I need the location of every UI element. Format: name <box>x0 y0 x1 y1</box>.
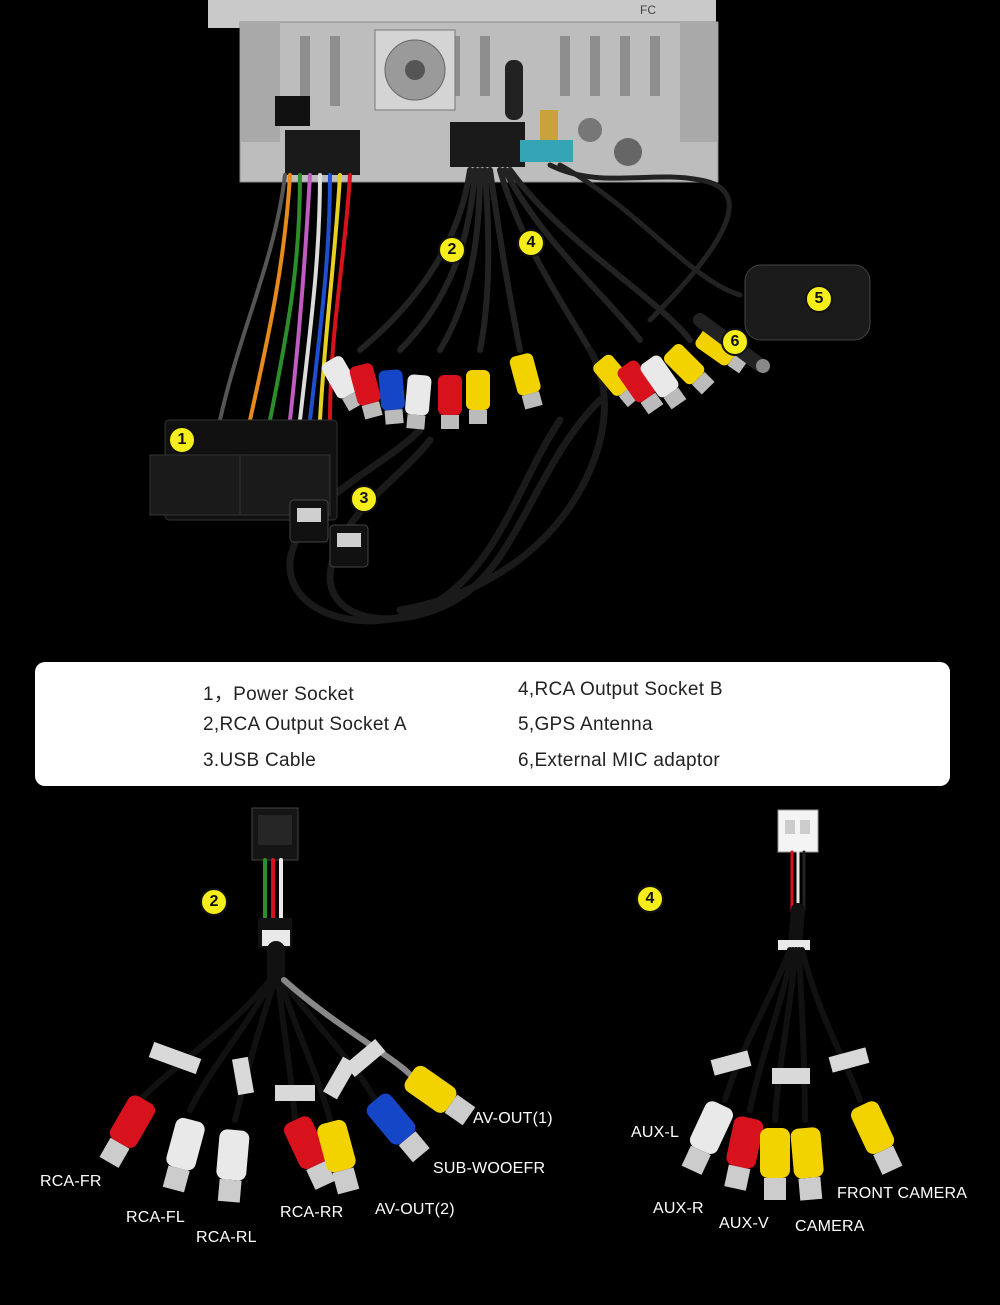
head-unit-illustration: FC <box>149 0 871 625</box>
label-rca-fl: RCA-FL <box>126 1209 185 1226</box>
label-rca-rr: RCA-RR <box>280 1204 344 1221</box>
legend-item-usb-cable: 3.USB Cable <box>203 750 317 771</box>
label-rca-rl: RCA-RL <box>196 1229 257 1246</box>
rca-socket-b-illustration <box>681 809 903 1201</box>
badge-4: 4 <box>517 229 545 257</box>
rca-connectors-top <box>321 327 750 430</box>
legend-box: 1，Power Socket 2,RCA Output Socket A 3.U… <box>35 662 950 786</box>
legend-item-gps-antenna: 5,GPS Antenna <box>518 714 653 735</box>
rca-socket-a-illustration <box>99 807 476 1203</box>
label-av-out-2: AV-OUT(2) <box>375 1201 455 1218</box>
label-aux-v: AUX-V <box>719 1215 769 1232</box>
antenna-stub <box>505 60 523 120</box>
badge-2: 2 <box>438 236 466 264</box>
badge-1: 1 <box>168 426 196 454</box>
badge-3: 3 <box>350 485 378 513</box>
label-av-out-1: AV-OUT(1) <box>473 1110 553 1127</box>
badge-6: 6 <box>721 328 749 356</box>
legend-item-rca-socket-b: 4,RCA Output Socket B <box>518 679 723 700</box>
label-aux-r: AUX-R <box>653 1200 704 1217</box>
detail-badge-socket-b: 4 <box>636 885 664 913</box>
label-rca-fr: RCA-FR <box>40 1173 102 1190</box>
head-unit-chassis <box>208 0 719 183</box>
legend-item-power-socket: 1，Power Socket <box>203 684 354 705</box>
label-camera: CAMERA <box>795 1218 865 1235</box>
wire-bundles <box>218 162 743 625</box>
label-aux-l: AUX-L <box>631 1124 680 1141</box>
unit-marking-text: FC <box>640 3 656 17</box>
detail-badge-socket-a: 2 <box>200 888 228 916</box>
label-front-camera: FRONT CAMERA <box>837 1185 968 1202</box>
badge-5: 5 <box>805 285 833 313</box>
legend-item-rca-socket-a: 2,RCA Output Socket A <box>203 714 407 735</box>
legend-item-mic-adaptor: 6,External MIC adaptor <box>518 750 720 771</box>
label-sub-woofer: SUB-WOOEFR <box>433 1160 546 1177</box>
usb-plugs <box>289 499 369 568</box>
